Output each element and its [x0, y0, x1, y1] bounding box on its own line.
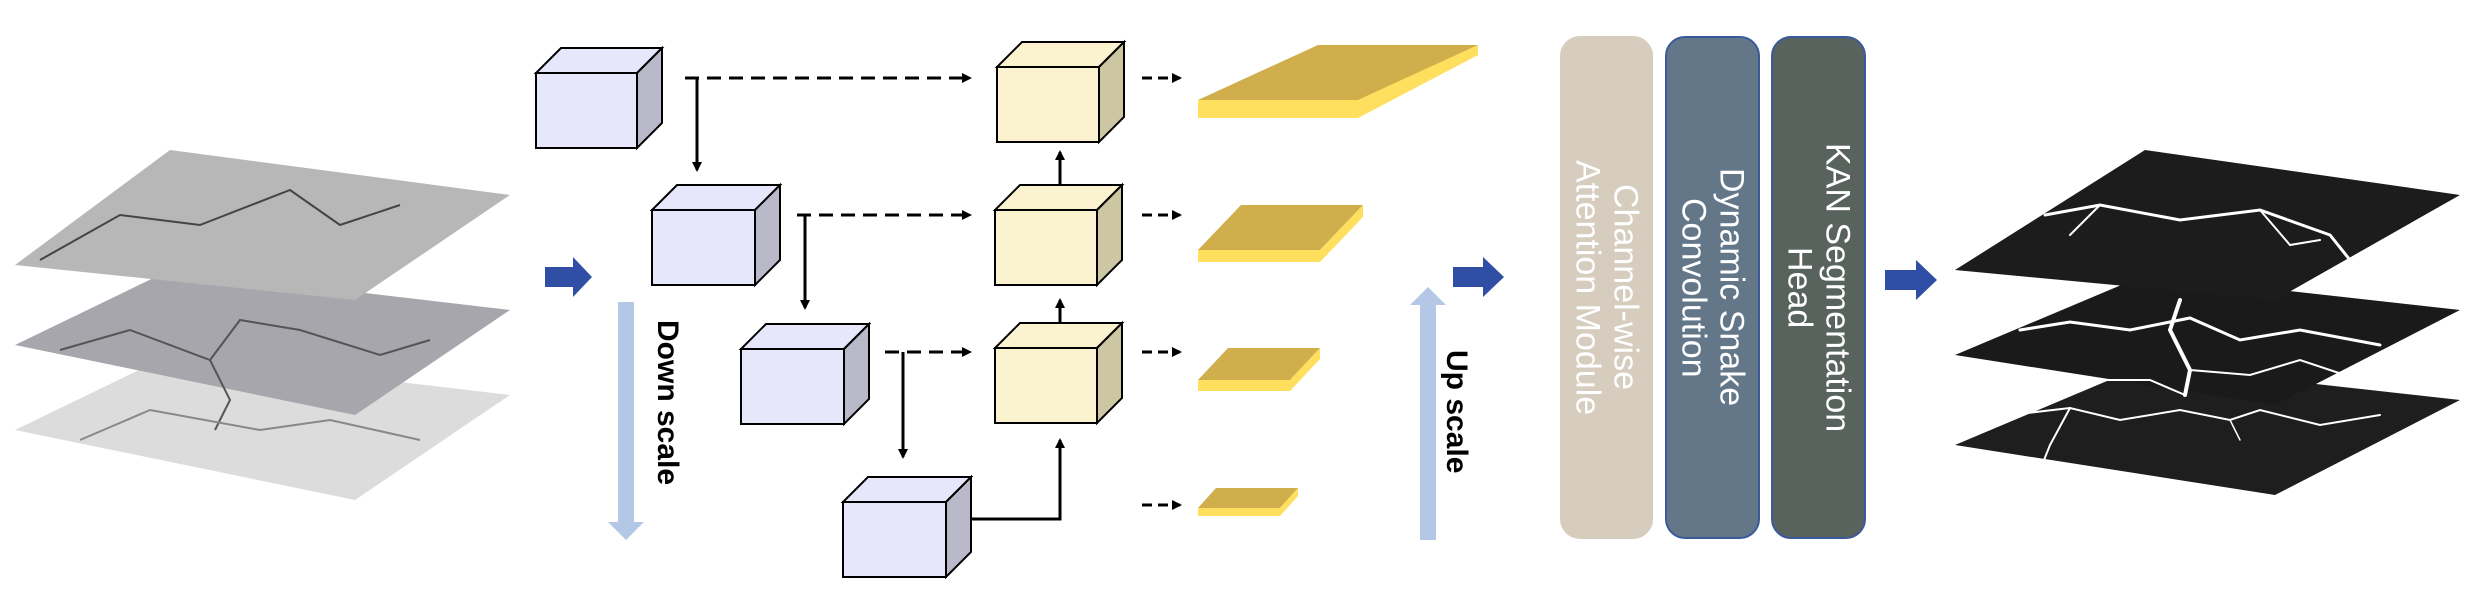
input-crack: [39, 188, 401, 261]
decoder-cube-3: [992, 320, 1125, 426]
input-layer-2: [15, 270, 510, 415]
output-mask-stack: [1955, 150, 2460, 495]
feature-map-2: [1198, 205, 1363, 262]
encoder-cube-4: [840, 474, 974, 580]
kan-segmentation-head-module: KAN Segmentation Head: [1771, 36, 1866, 539]
module-label: KAN Segmentation Head: [1780, 142, 1857, 433]
encoder-cube-1: [533, 45, 665, 151]
feature-map-4: [1198, 488, 1298, 516]
flow-arrow-1: [545, 257, 592, 297]
channel-attention-module: Channel-wise Attention Module: [1560, 36, 1653, 539]
up-scale-arrow: [1410, 287, 1446, 540]
decoder-cube-2: [992, 182, 1125, 288]
down-scale-label: Down scale: [651, 320, 684, 486]
input-layer-1: [15, 150, 510, 300]
up-scale-label: Up scale: [1440, 350, 1473, 474]
module-label: Channel-wise Attention Module: [1568, 159, 1645, 416]
input-image-stack: [15, 150, 510, 500]
flow-arrow-2: [1453, 257, 1504, 297]
output-layer-3: [1955, 365, 2460, 495]
dynamic-snake-convolution-module: Dynamic Snake Convolution: [1665, 36, 1760, 539]
module-label: Dynamic Snake Convolution: [1674, 168, 1751, 407]
skip-connections: [685, 73, 972, 357]
feature-map-1: [1198, 45, 1478, 118]
feature-arrows: [1142, 73, 1182, 510]
down-scale-arrow: [608, 302, 644, 540]
decoder-cube-1: [994, 39, 1127, 145]
encoder-down-connectors: [692, 78, 908, 459]
flow-arrow-3: [1885, 260, 1937, 300]
input-crack: [79, 408, 421, 441]
bottom-connector: [971, 438, 1065, 521]
encoder-cube-2: [649, 182, 783, 288]
feature-map-3: [1198, 348, 1320, 391]
output-layer-1: [1955, 150, 2460, 300]
input-crack: [59, 318, 431, 362]
output-layer-2: [1955, 275, 2460, 405]
input-crack: [209, 359, 232, 431]
encoder-cube-3: [738, 321, 872, 427]
